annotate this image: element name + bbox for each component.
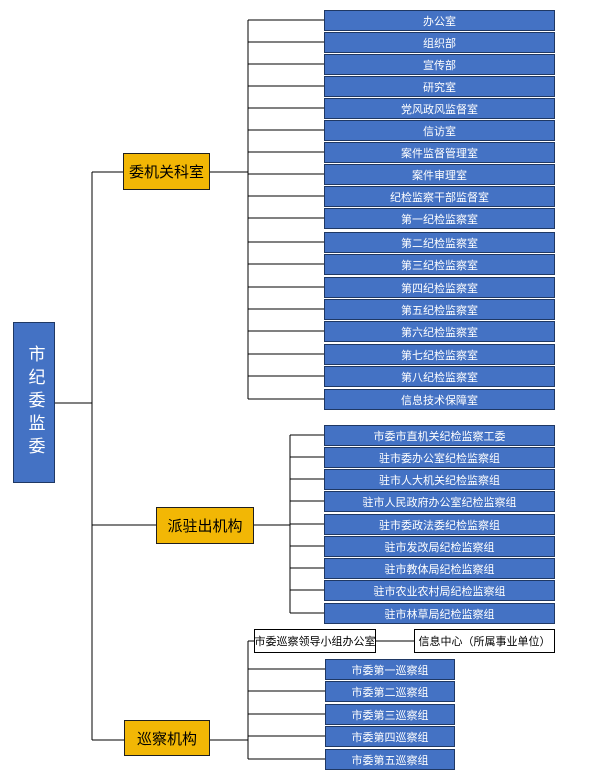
leaf-item[interactable]: 组织部 [324,32,555,53]
leaf-item[interactable]: 办公室 [324,10,555,31]
leaf-item[interactable]: 驻市委政法委纪检监察组 [324,514,555,535]
leaf-label: 第八纪检监察室 [401,370,478,384]
leaf-item[interactable]: 市委第三巡察组 [325,704,455,725]
leaf-item[interactable]: 驻市教体局纪检监察组 [324,558,555,579]
leaf-label: 案件监督管理室 [401,146,478,160]
leaf-label: 驻市林草局纪检监察组 [384,607,495,621]
leaf-item[interactable]: 第四纪检监察室 [324,277,555,298]
category-label: 巡察机构 [136,729,197,748]
leaf-item[interactable]: 宣传部 [324,54,555,75]
leaf-item[interactable]: 第一纪检监察室 [324,208,555,229]
leaf-label: 研究室 [423,80,456,94]
leaf-label: 第四纪检监察室 [401,281,478,295]
leaf-item[interactable]: 信访室 [324,120,555,141]
leaf-item[interactable]: 驻市农业农村局纪检监察组 [324,580,555,601]
leaf-label: 党风政风监督室 [401,102,478,116]
category-inspection-agencies[interactable]: 巡察机构 [124,720,210,756]
leaf-item[interactable]: 驻市人民政府办公室纪检监察组 [324,491,555,512]
leaf-item[interactable]: 纪检监察干部监督室 [324,186,555,207]
leaf-label: 第三纪检监察室 [401,258,478,272]
leaf-item[interactable]: 市委第五巡察组 [325,749,455,770]
inspection-office-box[interactable]: 市委巡察领导小组办公室 [254,629,376,653]
leaf-label: 宣传部 [423,58,456,72]
leaf-label: 市委市直机关纪检监察工委 [373,429,506,443]
leaf-item[interactable]: 市委第四巡察组 [325,726,455,747]
category-label: 派驻出机构 [167,517,243,535]
leaf-label: 驻市教体局纪检监察组 [384,562,495,576]
leaf-label: 驻市委政法委纪检监察组 [379,518,500,532]
leaf-item[interactable]: 市委第二巡察组 [325,681,455,702]
leaf-label: 办公室 [423,14,456,28]
leaf-label: 第七纪检监察室 [401,348,478,362]
leaf-label: 驻市农业农村局纪检监察组 [373,584,506,598]
leaf-label: 驻市人民政府办公室纪检监察组 [362,495,517,509]
leaf-label: 纪检监察干部监督室 [390,190,489,204]
info-center-box[interactable]: 信息中心（所属事业单位） [414,629,555,653]
leaf-item[interactable]: 第六纪检监察室 [324,321,555,342]
leaf-item[interactable]: 案件审理室 [324,164,555,185]
leaf-label: 市委第四巡察组 [351,730,429,744]
leaf-label: 驻市人大机关纪检监察组 [379,473,500,487]
root-node[interactable]: 市纪委监委 [13,322,55,483]
leaf-label: 第五纪检监察室 [401,303,478,317]
leaf-item[interactable]: 第八纪检监察室 [324,366,555,387]
leaf-label: 第一纪检监察室 [401,212,478,226]
leaf-label: 组织部 [423,36,456,50]
leaf-item[interactable]: 信息技术保障室 [324,389,555,410]
leaf-item[interactable]: 市委市直机关纪检监察工委 [324,425,555,446]
leaf-label: 市委第三巡察组 [351,708,429,722]
leaf-item[interactable]: 市委第一巡察组 [325,659,455,680]
leaf-item[interactable]: 第五纪检监察室 [324,299,555,320]
leaf-item[interactable]: 第三纪检监察室 [324,254,555,275]
leaf-label: 信访室 [423,124,456,138]
category-office-departments[interactable]: 委机关科室 [123,153,210,190]
leaf-label: 驻市发改局纪检监察组 [384,540,495,554]
category-dispatched-agencies[interactable]: 派驻出机构 [156,507,254,544]
leaf-item[interactable]: 驻市发改局纪检监察组 [324,536,555,557]
leaf-item[interactable]: 第七纪检监察室 [324,344,555,365]
info-center-label: 信息中心（所属事业单位） [418,635,551,648]
leaf-item[interactable]: 党风政风监督室 [324,98,555,119]
root-label: 市纪委监委 [24,345,45,460]
leaf-label: 第六纪检监察室 [401,325,478,339]
leaf-label: 市委第五巡察组 [351,753,429,767]
leaf-label: 案件审理室 [412,168,467,182]
leaf-item[interactable]: 研究室 [324,76,555,97]
leaf-label: 市委第一巡察组 [351,663,429,677]
leaf-item[interactable]: 案件监督管理室 [324,142,555,163]
leaf-label: 第二纪检监察室 [401,236,478,250]
leaf-item[interactable]: 驻市委办公室纪检监察组 [324,447,555,468]
category-label: 委机关科室 [128,163,204,181]
leaf-item[interactable]: 驻市林草局纪检监察组 [324,603,555,624]
leaf-label: 信息技术保障室 [401,393,478,407]
leaf-label: 市委第二巡察组 [351,685,429,699]
leaf-item[interactable]: 驻市人大机关纪检监察组 [324,469,555,490]
leaf-item[interactable]: 第二纪检监察室 [324,232,555,253]
leaf-label: 驻市委办公室纪检监察组 [379,451,500,465]
inspection-office-label: 市委巡察领导小组办公室 [254,635,376,648]
